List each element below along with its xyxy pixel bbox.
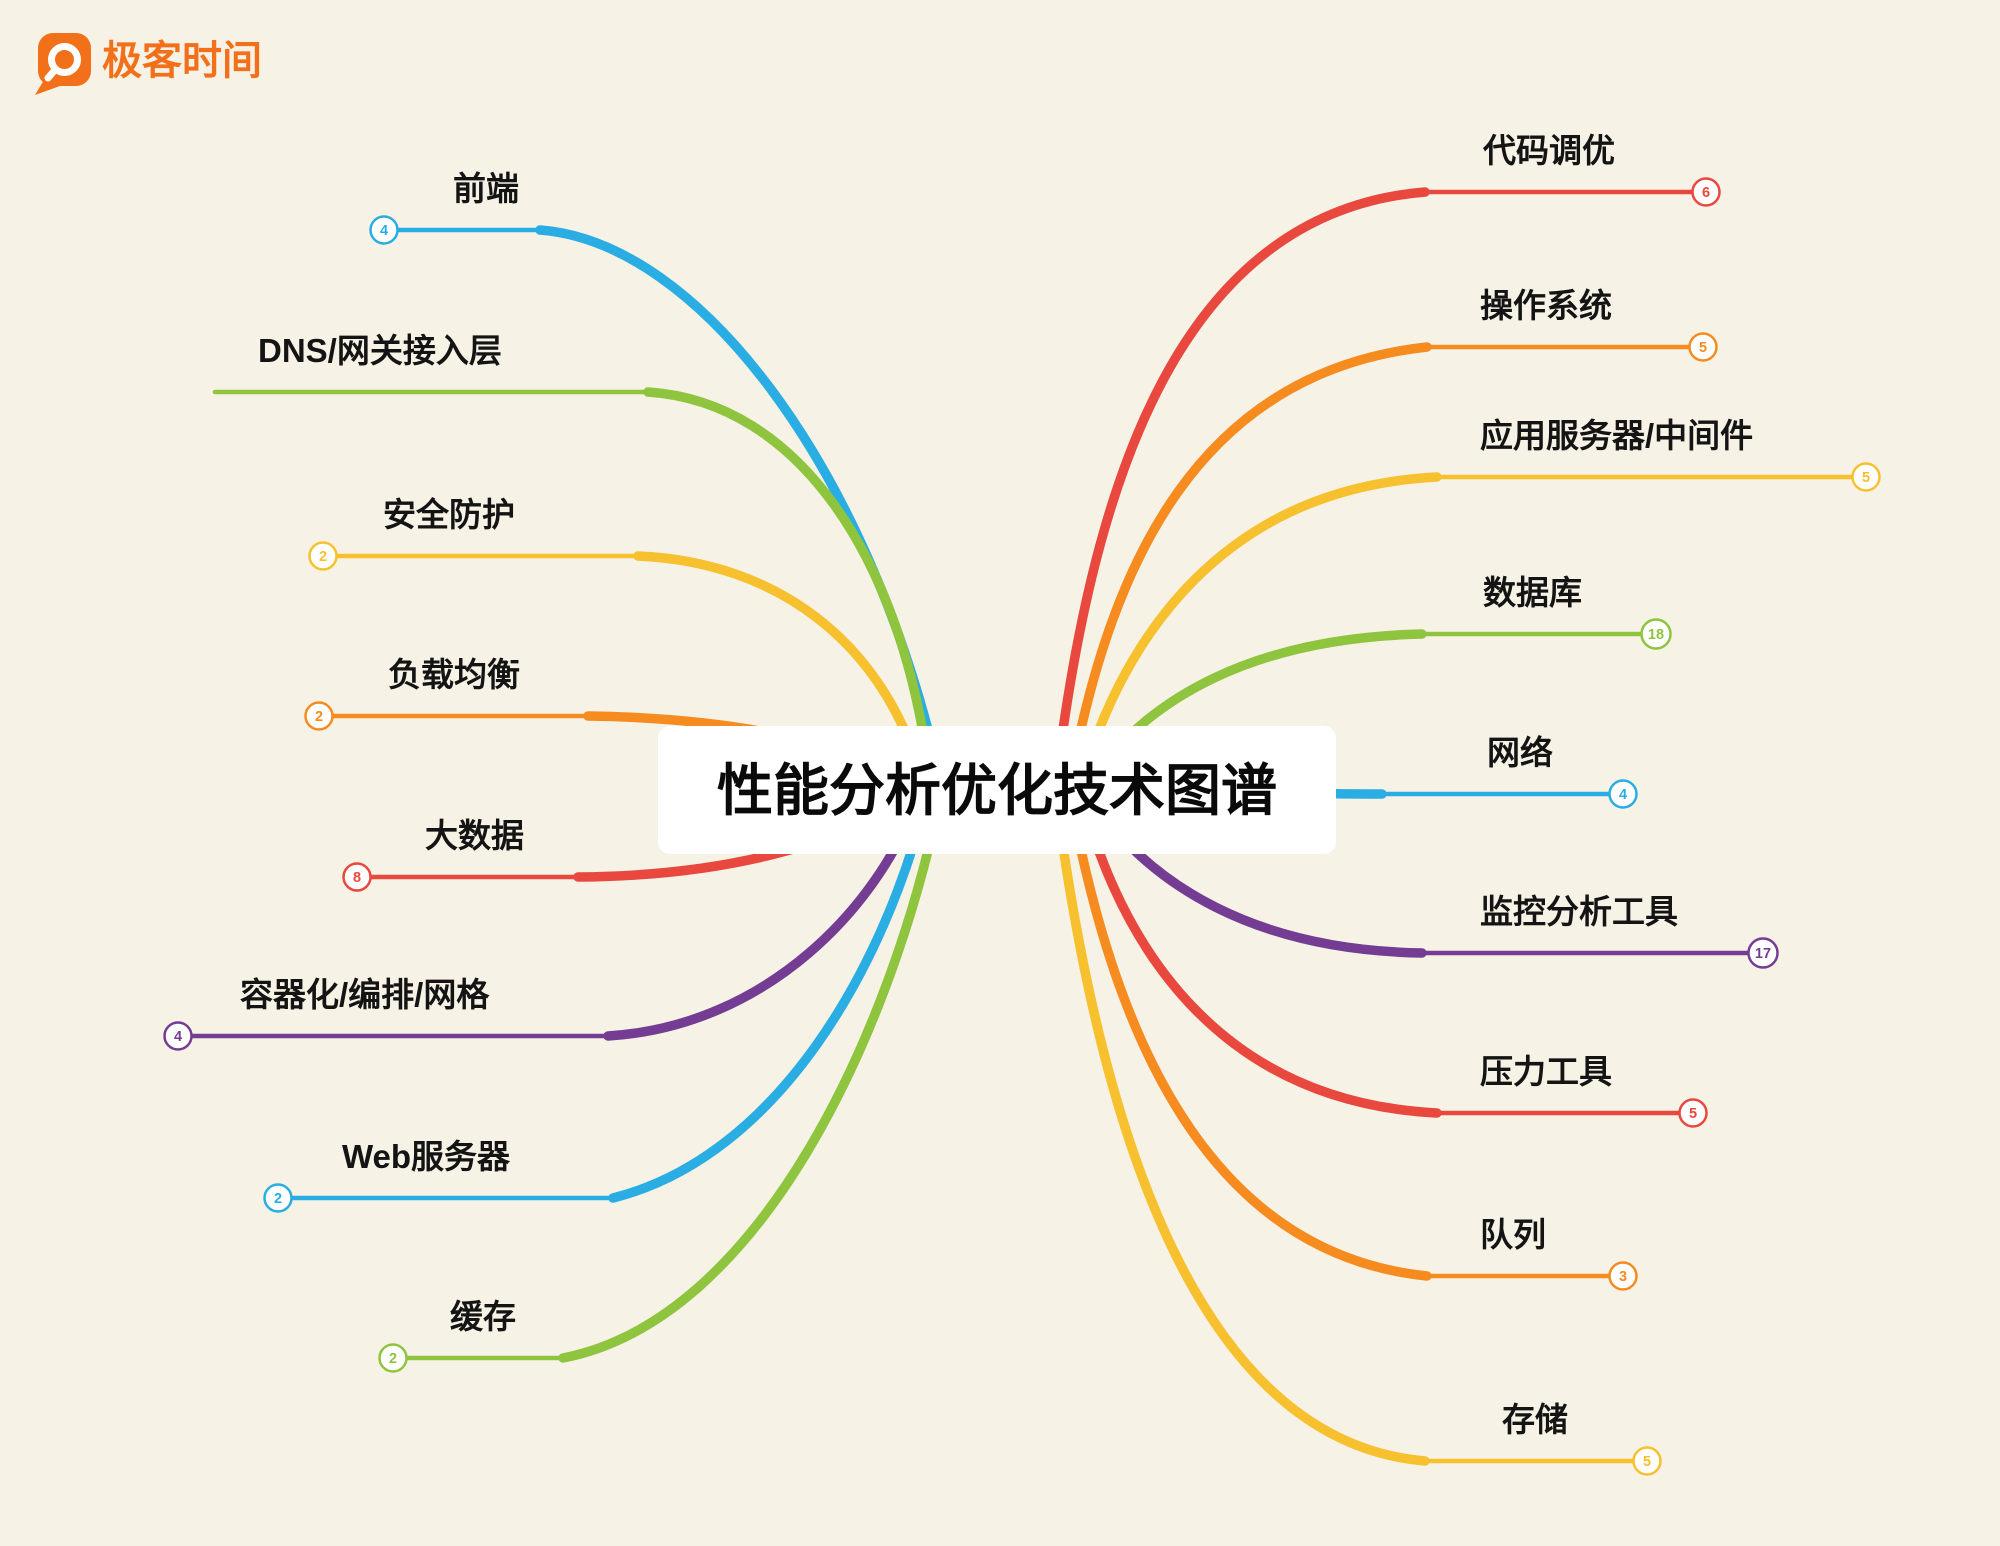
branch-cache: 缓存 2 <box>378 793 945 1373</box>
branch-curve <box>558 793 945 1363</box>
branch-count: 5 <box>1689 1106 1697 1122</box>
branch-count: 5 <box>1699 340 1707 356</box>
branch-label[interactable]: 安全防护 <box>383 496 515 533</box>
branch-count-badge[interactable] <box>1688 332 1718 362</box>
branch-label[interactable]: 操作系统 <box>1480 287 1612 324</box>
branch-label[interactable]: DNS/网关接入层 <box>258 332 502 369</box>
branch-count: 18 <box>1648 627 1664 643</box>
branch-count: 2 <box>389 1351 397 1367</box>
branch-label[interactable]: 存储 <box>1502 1401 1568 1438</box>
branch-count-badge[interactable] <box>1608 779 1638 809</box>
geektime-logo-tail <box>35 80 60 95</box>
branch-label[interactable]: 缓存 <box>450 1298 516 1335</box>
branch-count: 5 <box>1862 470 1870 486</box>
branch-code-tuning: 代码调优 6 <box>1053 132 1721 771</box>
branch-count-badge[interactable] <box>304 701 334 731</box>
center-topic: 性能分析优化技术图谱 <box>658 726 1336 854</box>
branch-count-badge[interactable] <box>263 1183 293 1213</box>
branch-label[interactable]: 队列 <box>1480 1216 1546 1253</box>
branch-count: 2 <box>274 1191 282 1207</box>
branch-count: 2 <box>319 549 327 565</box>
branch-count-badge[interactable] <box>342 862 372 892</box>
branch-app-server-middleware: 应用服务器/中间件 5 <box>1081 417 1881 771</box>
branch-count: 3 <box>1619 1269 1627 1285</box>
branch-count: 4 <box>174 1029 182 1045</box>
branch-os: 操作系统 5 <box>1068 287 1718 771</box>
branch-curve <box>608 795 931 1203</box>
branch-count: 2 <box>315 709 323 725</box>
brand-name: 极客时间 <box>102 39 262 83</box>
branch-count: 6 <box>1702 185 1710 201</box>
center-topic-box[interactable] <box>658 726 1336 854</box>
branch-count-badge[interactable] <box>1608 1261 1638 1291</box>
branch-label[interactable]: 代码调优 <box>1482 132 1615 169</box>
branch-label[interactable]: 前端 <box>453 170 519 207</box>
branch-count-badge[interactable] <box>1640 618 1672 650</box>
branch-count-badge[interactable] <box>369 215 399 245</box>
branch-web-server: Web服务器 2 <box>263 795 931 1213</box>
branch-count: 8 <box>353 870 361 886</box>
branch-curve <box>1068 342 1432 771</box>
branch-count-badge[interactable] <box>308 541 338 571</box>
branch-curve <box>1053 807 1430 1466</box>
branch-count-badge[interactable] <box>1678 1098 1708 1128</box>
branch-label[interactable]: 数据库 <box>1483 574 1582 611</box>
branch-count: 5 <box>1643 1454 1651 1470</box>
branch-label[interactable]: 监控分析工具 <box>1480 893 1678 930</box>
branch-security: 安全防护 2 <box>308 496 923 771</box>
branch-curve <box>1053 187 1430 771</box>
branch-count-badge[interactable] <box>163 1021 193 1051</box>
center-topic-title: 性能分析优化技术图谱 <box>717 759 1277 822</box>
branch-queue: 队列 3 <box>1068 807 1638 1291</box>
branch-label[interactable]: 大数据 <box>425 817 524 854</box>
branch-label[interactable]: Web服务器 <box>342 1138 511 1175</box>
geektime-logo-notch <box>44 67 58 82</box>
branch-curve <box>1081 807 1442 1118</box>
branch-count-badge[interactable] <box>1851 462 1881 492</box>
brand-header: 极客时间 <box>35 33 262 95</box>
branch-storage: 存储 5 <box>1053 807 1662 1476</box>
branch-label[interactable]: 压力工具 <box>1480 1053 1612 1090</box>
branch-label[interactable]: 应用服务器/中间件 <box>1480 417 1753 454</box>
branch-curve <box>633 551 923 771</box>
branch-count-badge[interactable] <box>1632 1446 1662 1476</box>
branch-count-badge[interactable] <box>1691 177 1721 207</box>
branch-stress-tools: 压力工具 5 <box>1081 807 1708 1128</box>
branch-count: 4 <box>380 223 388 239</box>
branch-label[interactable]: 网络 <box>1487 734 1553 771</box>
branch-dns-gateway: DNS/网关接入层 <box>212 332 933 769</box>
branch-curve <box>1081 472 1442 771</box>
branch-label[interactable]: 负载均衡 <box>388 656 520 693</box>
branch-label[interactable]: 容器化/编排/网格 <box>240 976 490 1013</box>
branch-count-badge[interactable] <box>378 1343 408 1373</box>
branch-count: 4 <box>1619 787 1627 803</box>
branch-curve <box>643 387 933 769</box>
geektime-logo-ring <box>48 43 81 76</box>
branch-curve <box>1068 807 1432 1281</box>
branch-count: 17 <box>1755 946 1771 962</box>
branch-count-badge[interactable] <box>1747 937 1779 969</box>
